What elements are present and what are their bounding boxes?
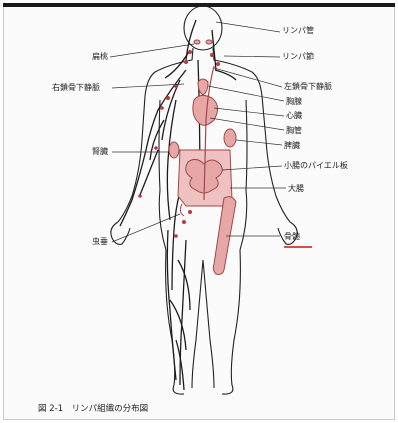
label-appendix: 虫垂	[92, 237, 108, 247]
organs	[169, 40, 236, 275]
appendix-organ	[180, 204, 184, 216]
label-spleen: 脾臓	[284, 141, 300, 151]
label-heart: 心臓	[286, 111, 302, 121]
label-right-subclavian-vein: 右鎖骨下静脈	[52, 83, 100, 93]
label-lymph-vessel: リンパ管	[282, 26, 314, 36]
label-peyers-patch: 小腸のパイエル板	[284, 161, 348, 171]
figure-caption: 図 2-1 リンパ組織の分布図	[38, 402, 148, 414]
label-left-subclavian-vein: 左鎖骨下静脈	[284, 82, 332, 92]
label-thoracic-duct: 胸管	[286, 126, 302, 136]
spleen-organ	[224, 129, 236, 147]
heart-organ	[193, 95, 218, 125]
label-large-intestine: 大腸	[288, 184, 304, 194]
label-bone-marrow: 骨髄	[284, 232, 300, 242]
bone-marrow-organ	[213, 197, 236, 275]
kidney-organ	[169, 142, 179, 158]
label-kidney: 腎臓	[92, 147, 108, 157]
label-tonsil: 扁桃	[92, 52, 108, 62]
label-lymph-node: リンパ節	[282, 52, 314, 62]
label-thymus: 胸腺	[286, 97, 302, 107]
